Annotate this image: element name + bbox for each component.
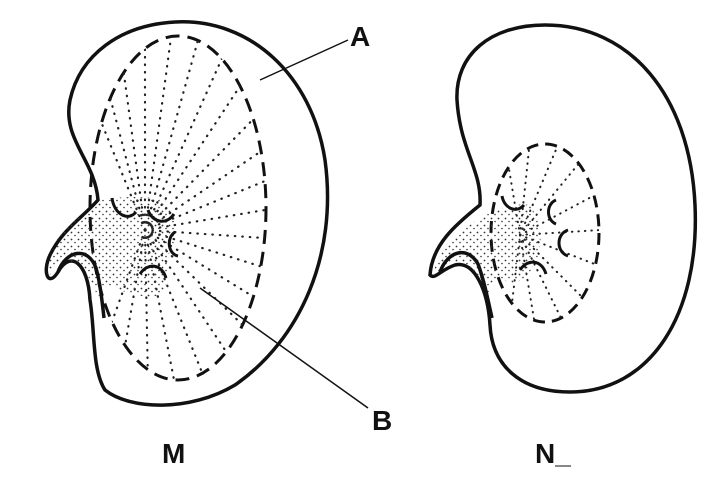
label-m: M: [162, 438, 185, 469]
label-a: A: [350, 21, 370, 52]
kidney-n-outline: [430, 25, 695, 392]
kidney-m: [46, 22, 327, 405]
kidney-n: [430, 25, 695, 392]
kidney-n-pelvis: [433, 204, 540, 298]
label-a-pointer: [260, 40, 348, 80]
label-n: N_: [535, 438, 571, 469]
label-b: B: [372, 405, 392, 436]
kidney-m-pelvis: [49, 197, 176, 300]
